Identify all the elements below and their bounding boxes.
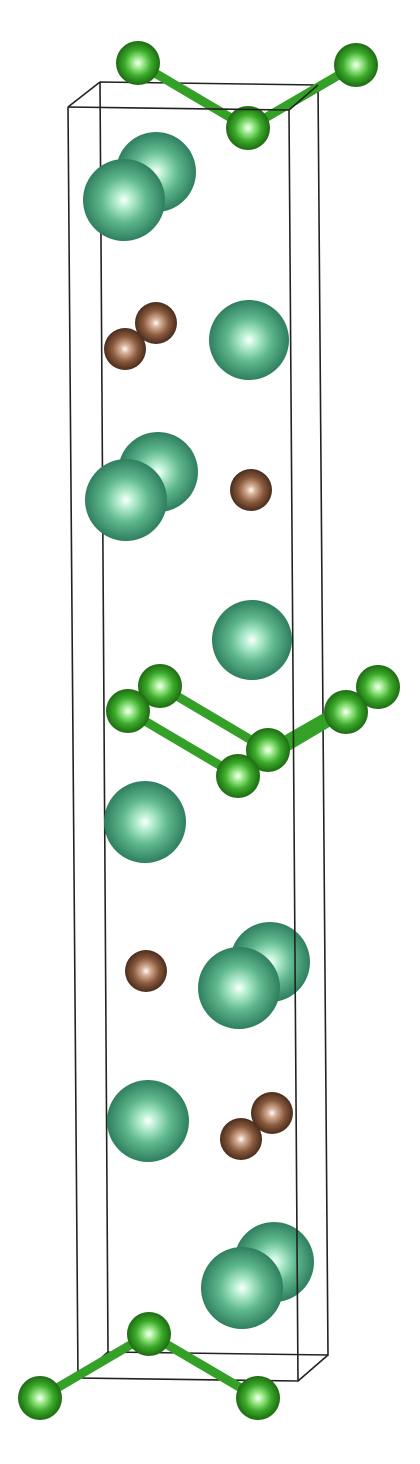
small-atom <box>251 1092 293 1134</box>
bonded-atom <box>138 664 182 708</box>
bonded-atom <box>236 1376 280 1420</box>
small-atom <box>135 302 177 344</box>
bonded-atom <box>334 43 378 87</box>
small-atom <box>220 1118 262 1160</box>
bonded-atom <box>226 106 270 150</box>
large-atom <box>209 300 289 380</box>
bonded-atom <box>356 665 400 709</box>
small-atom <box>230 469 272 511</box>
bonded-atom <box>246 728 290 772</box>
bonded-atom <box>127 1312 171 1356</box>
small-atom <box>104 328 146 370</box>
large-atom <box>85 459 167 541</box>
bonded-atom <box>106 689 150 733</box>
bonded-atom <box>216 754 260 798</box>
large-atom <box>107 1080 189 1162</box>
bonded-atom <box>18 1376 62 1420</box>
bonded-atom <box>324 690 368 734</box>
large-atom <box>104 781 186 863</box>
large-atom <box>201 1247 283 1329</box>
large-atom <box>212 600 292 680</box>
large-atom <box>198 947 280 1029</box>
large-atom <box>83 159 165 241</box>
small-atom <box>125 950 167 992</box>
bonded-atom <box>116 41 160 85</box>
